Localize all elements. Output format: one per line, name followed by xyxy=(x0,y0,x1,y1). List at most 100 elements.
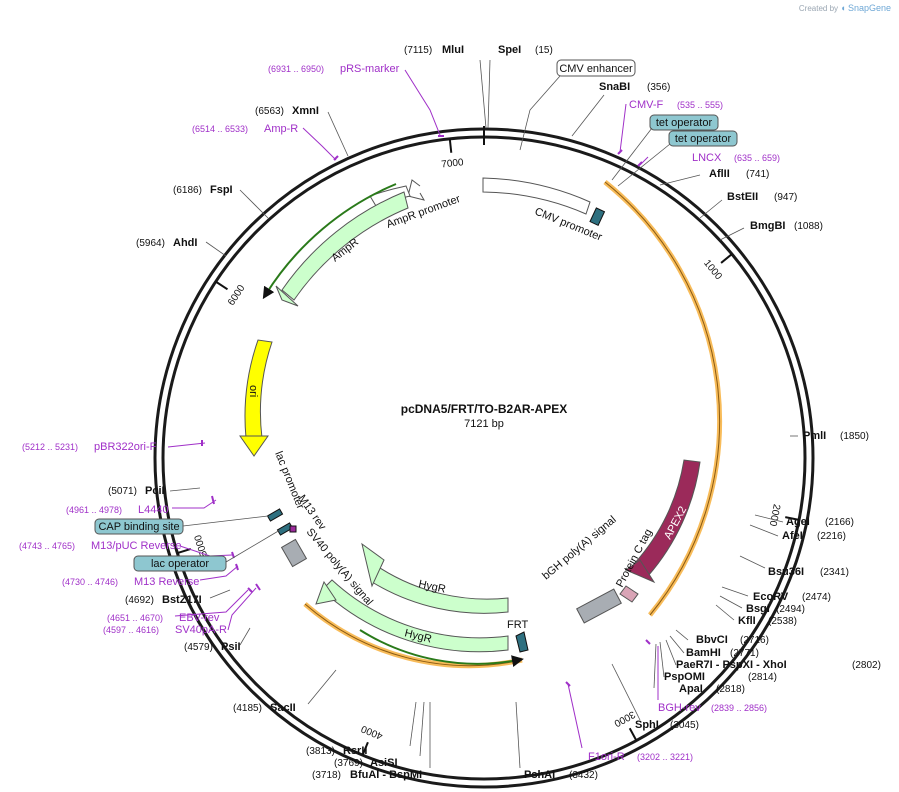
enzyme-bamhi: BamHI xyxy=(686,647,721,659)
enzyme-bbvci: BbvCI xyxy=(696,634,728,646)
label-frt: FRT xyxy=(507,619,528,631)
sv40-polya-box xyxy=(280,538,308,568)
label-cmv-promoter: CMV promoter xyxy=(533,206,604,244)
ruler-tick xyxy=(720,253,733,264)
primer-marks xyxy=(201,135,651,687)
enzyme-bsgi: BsgI xyxy=(746,603,770,615)
primer-range-l4440: (4961 .. 4978) xyxy=(66,505,122,515)
highlight-arc-core xyxy=(604,181,721,616)
hygr-head-1 xyxy=(361,542,385,588)
boxed-cap-binding-site: CAP binding site xyxy=(94,515,269,535)
primer-ebv-rev: EBV-rev xyxy=(179,612,220,624)
primer-range-m13-puc-reverse: (4743 .. 4765) xyxy=(19,541,75,551)
pos-pcii: (5071) xyxy=(108,486,137,497)
svg-text:tet operator: tet operator xyxy=(656,117,713,129)
snapgene-credit: Created by ◖ SnapGene xyxy=(798,3,891,13)
ruler-tick xyxy=(448,138,453,153)
ruler-label: 6000 xyxy=(226,283,248,308)
primer-leaders xyxy=(167,69,659,749)
pos-mlui: (7115) xyxy=(404,45,432,56)
ruler-label: 7000 xyxy=(441,157,465,170)
enzyme-bmgbi: BmgBI xyxy=(750,220,785,232)
primer-range-prs-marker: (6931 .. 6950) xyxy=(268,64,324,74)
enzyme-pspomi: PspOMI xyxy=(664,671,705,683)
primer-range-pbr322ori-f: (5212 .. 5231) xyxy=(22,442,78,452)
ruler-label: 4000 xyxy=(359,722,384,741)
pos-bbvci: (2716) xyxy=(740,635,769,646)
plasmid-size: 7121 bp xyxy=(464,418,504,430)
pos-apai: (2818) xyxy=(716,684,745,695)
cmv-promoter-arrow xyxy=(482,177,591,215)
pos-sacii: (4185) xyxy=(233,703,262,714)
enzyme-bstz17i: BstZ17I xyxy=(162,594,202,606)
primer-amp-r: Amp-R xyxy=(264,123,298,135)
pos-pspomi: (2814) xyxy=(748,672,777,683)
ampr-head xyxy=(275,285,299,307)
pos-bsteii: (947) xyxy=(774,192,797,203)
enzyme-afei: AfeI xyxy=(782,530,803,542)
label-bgh-polya: bGH poly(A) signal xyxy=(540,514,618,583)
boxed-cmv-enhancer: CMV enhancer xyxy=(519,59,636,151)
enzyme-sphi: SphI xyxy=(635,719,659,731)
svg-text:CAP binding site: CAP binding site xyxy=(98,521,179,533)
enzyme-xmni: XmnI xyxy=(292,105,319,117)
enzyme-psii: PsiI xyxy=(221,641,241,653)
primer-range-m13-reverse: (4730 .. 4746) xyxy=(62,577,118,587)
highlight-arc-2-core xyxy=(304,603,523,667)
primer-range-f1ori-r: (3202 .. 3221) xyxy=(637,752,693,762)
cap-box xyxy=(266,508,284,522)
pos-rsrii: (3813) xyxy=(306,746,335,757)
enzyme-pmli: PmlI xyxy=(803,430,826,442)
pos-fspi: (6186) xyxy=(173,185,202,196)
pos-pshai: (3432) xyxy=(569,770,598,781)
pos-pmli: (1850) xyxy=(840,431,869,442)
backbone-outer xyxy=(153,127,815,789)
ruler-tick xyxy=(361,741,369,756)
plasmid-name: pcDNA5/FRT/TO-B2AR-APEX xyxy=(401,402,567,416)
enzyme-agei: AgeI xyxy=(786,516,810,528)
pos-psii: (4579) xyxy=(184,642,213,653)
svg-text:lac operator: lac operator xyxy=(151,558,209,570)
enzyme-ecorv: EcoRV xyxy=(753,591,789,603)
primer-range-amp-r: (6514 .. 6533) xyxy=(192,124,248,134)
pos-bmgbi: (1088) xyxy=(794,221,823,232)
protein-c-tag xyxy=(619,585,639,603)
svg-text:tet operator: tet operator xyxy=(675,133,732,145)
pos-paer7i: (2802) xyxy=(852,660,881,671)
primer-f1ori-r: F1ori-R xyxy=(588,751,625,763)
pos-aflii: (741) xyxy=(746,169,769,180)
primer-range-lncx: (635 .. 659) xyxy=(734,153,780,163)
ampr-promoter-head xyxy=(407,179,426,201)
frt-box xyxy=(515,631,529,653)
pos-bsu36i: (2341) xyxy=(820,567,849,578)
pos-bfuai: (3718) xyxy=(312,770,341,781)
ruler-label: 3000 xyxy=(612,708,637,728)
apex2-head xyxy=(624,559,656,584)
ampr-highlight xyxy=(262,183,397,300)
pos-ecorv: (2474) xyxy=(802,592,831,603)
pos-xmni: (6563) xyxy=(255,106,284,117)
pos-bstz17i: (4692) xyxy=(125,595,154,606)
primer-range-sv40pa-r: (4597 .. 4616) xyxy=(103,625,159,635)
ruler-label: 2000 xyxy=(767,503,782,527)
primer-lncx: LNCX xyxy=(692,152,722,164)
pos-sphi: (3045) xyxy=(670,720,699,731)
ruler-label: 1000 xyxy=(701,258,724,283)
enzyme-bsteii: BstEII xyxy=(727,191,758,203)
apex2-arrow xyxy=(633,459,701,577)
svg-text:CMV enhancer: CMV enhancer xyxy=(559,63,633,75)
enzyme-pcii: PciI xyxy=(145,485,165,497)
enzyme-kfli: KflI xyxy=(738,615,756,627)
primer-range-ebv-rev: (4651 .. 4670) xyxy=(107,613,163,623)
pos-asisi: (3769) xyxy=(334,758,363,769)
enzyme-aflii: AflII xyxy=(709,168,730,180)
pos-spei: (15) xyxy=(535,45,553,56)
enzyme-bsu36i: Bsu36I xyxy=(768,566,804,578)
enzyme-spei: SpeI xyxy=(498,44,521,56)
pos-kfli: (2538) xyxy=(768,616,797,627)
ruler-tick xyxy=(628,727,638,742)
enzyme-fspi: FspI xyxy=(210,184,233,196)
ampr-arrow xyxy=(281,191,409,301)
primer-bgh-rev: BGH-rev xyxy=(658,702,701,714)
ori-head xyxy=(239,435,269,457)
